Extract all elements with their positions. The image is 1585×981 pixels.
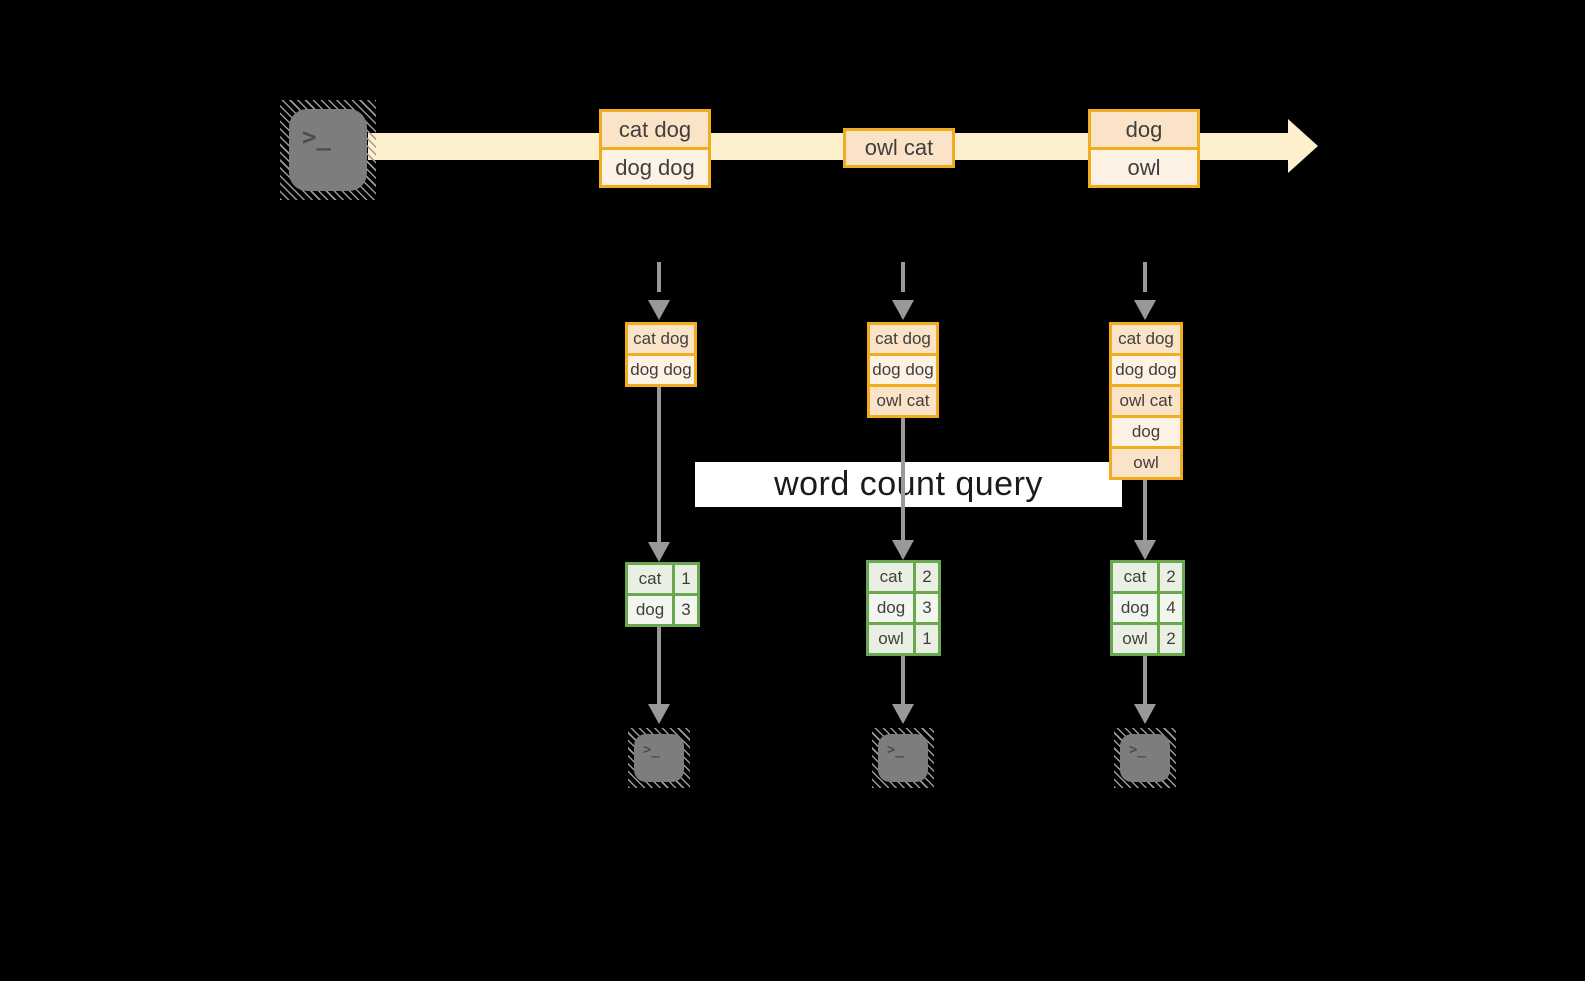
- count-cell: 4: [1157, 591, 1185, 625]
- stream-record: dog: [1088, 109, 1200, 150]
- word-cell: cat: [625, 562, 675, 596]
- arrow-down-icon: [1134, 540, 1156, 560]
- table-row: owl 2: [1110, 622, 1185, 656]
- terminal-prompt-glyph: >_: [302, 123, 331, 151]
- stream-record: dog dog: [599, 147, 711, 188]
- arrow-down-icon: [892, 540, 914, 560]
- terminal-prompt-glyph: >_: [887, 742, 904, 758]
- count-cell: 2: [1157, 560, 1185, 594]
- count-cell: 3: [672, 593, 700, 627]
- word-cell: owl: [1110, 622, 1160, 656]
- arrow-down-icon: [648, 542, 670, 562]
- stack-cell: owl cat: [867, 384, 939, 418]
- arrow-down-icon: [648, 704, 670, 724]
- flow-arrow-line: [901, 656, 905, 704]
- terminal-icon-body: >_: [289, 109, 367, 191]
- word-cell: cat: [866, 560, 916, 594]
- buffer-stack-2: cat dog dog dog owl cat: [867, 322, 939, 418]
- flow-arrow-line: [1143, 480, 1147, 540]
- terminal-prompt-glyph: >_: [1129, 742, 1146, 758]
- stack-cell: cat dog: [625, 322, 697, 356]
- stack-cell: cat dog: [867, 322, 939, 356]
- word-cell: cat: [1110, 560, 1160, 594]
- query-label: word count query: [774, 465, 1043, 503]
- stream-arrowhead-icon: [1288, 119, 1318, 173]
- stream-record: owl: [1088, 147, 1200, 188]
- dashed-arrow-line: [1143, 262, 1147, 292]
- terminal-icon-body: >_: [634, 734, 684, 782]
- table-row: cat 2: [866, 560, 941, 594]
- table-row: dog 4: [1110, 591, 1185, 625]
- count-table-1: cat 1 dog 3: [625, 562, 700, 627]
- flow-arrow-line: [1143, 656, 1147, 704]
- terminal-icon-sink-1: >_: [628, 728, 690, 788]
- count-cell: 2: [1157, 622, 1185, 656]
- stack-cell: dog: [1109, 415, 1183, 449]
- stack-cell: cat dog: [1109, 322, 1183, 356]
- terminal-icon-sink-3: >_: [1114, 728, 1176, 788]
- table-row: cat 2: [1110, 560, 1185, 594]
- count-cell: 1: [672, 562, 700, 596]
- arrow-down-icon: [648, 300, 670, 320]
- buffer-stack-1: cat dog dog dog: [625, 322, 697, 387]
- stream-batch-1: cat dog dog dog: [599, 109, 711, 188]
- flow-arrow-line: [657, 387, 661, 542]
- word-cell: dog: [1110, 591, 1160, 625]
- terminal-icon-body: >_: [1120, 734, 1170, 782]
- table-row: dog 3: [625, 593, 700, 627]
- terminal-icon-sink-2: >_: [872, 728, 934, 788]
- word-cell: owl: [866, 622, 916, 656]
- buffer-stack-3: cat dog dog dog owl cat dog owl: [1109, 322, 1183, 480]
- arrow-down-icon: [892, 300, 914, 320]
- stack-cell: dog dog: [1109, 353, 1183, 387]
- stream-batch-2: owl cat: [843, 128, 955, 168]
- arrow-down-icon: [1134, 704, 1156, 724]
- flow-arrow-line: [657, 626, 661, 704]
- count-cell: 1: [913, 622, 941, 656]
- dashed-arrow-line: [657, 262, 661, 292]
- word-cell: dog: [625, 593, 675, 627]
- table-row: owl 1: [866, 622, 941, 656]
- count-cell: 3: [913, 591, 941, 625]
- stream-record: owl cat: [843, 128, 955, 168]
- count-table-3: cat 2 dog 4 owl 2: [1110, 560, 1185, 656]
- flow-arrow-line: [901, 418, 905, 540]
- query-band: word count query: [695, 462, 1122, 507]
- terminal-icon-body: >_: [878, 734, 928, 782]
- count-table-2: cat 2 dog 3 owl 1: [866, 560, 941, 656]
- stack-cell: owl: [1109, 446, 1183, 480]
- count-cell: 2: [913, 560, 941, 594]
- arrow-down-icon: [1134, 300, 1156, 320]
- stack-cell: dog dog: [625, 353, 697, 387]
- stack-cell: dog dog: [867, 353, 939, 387]
- terminal-prompt-glyph: >_: [643, 742, 660, 758]
- arrow-down-icon: [892, 704, 914, 724]
- word-cell: dog: [866, 591, 916, 625]
- stream-batch-3: dog owl: [1088, 109, 1200, 188]
- table-row: dog 3: [866, 591, 941, 625]
- stack-cell: owl cat: [1109, 384, 1183, 418]
- dashed-arrow-line: [901, 262, 905, 292]
- stream-record: cat dog: [599, 109, 711, 150]
- table-row: cat 1: [625, 562, 700, 596]
- terminal-icon-source: >_: [280, 100, 376, 200]
